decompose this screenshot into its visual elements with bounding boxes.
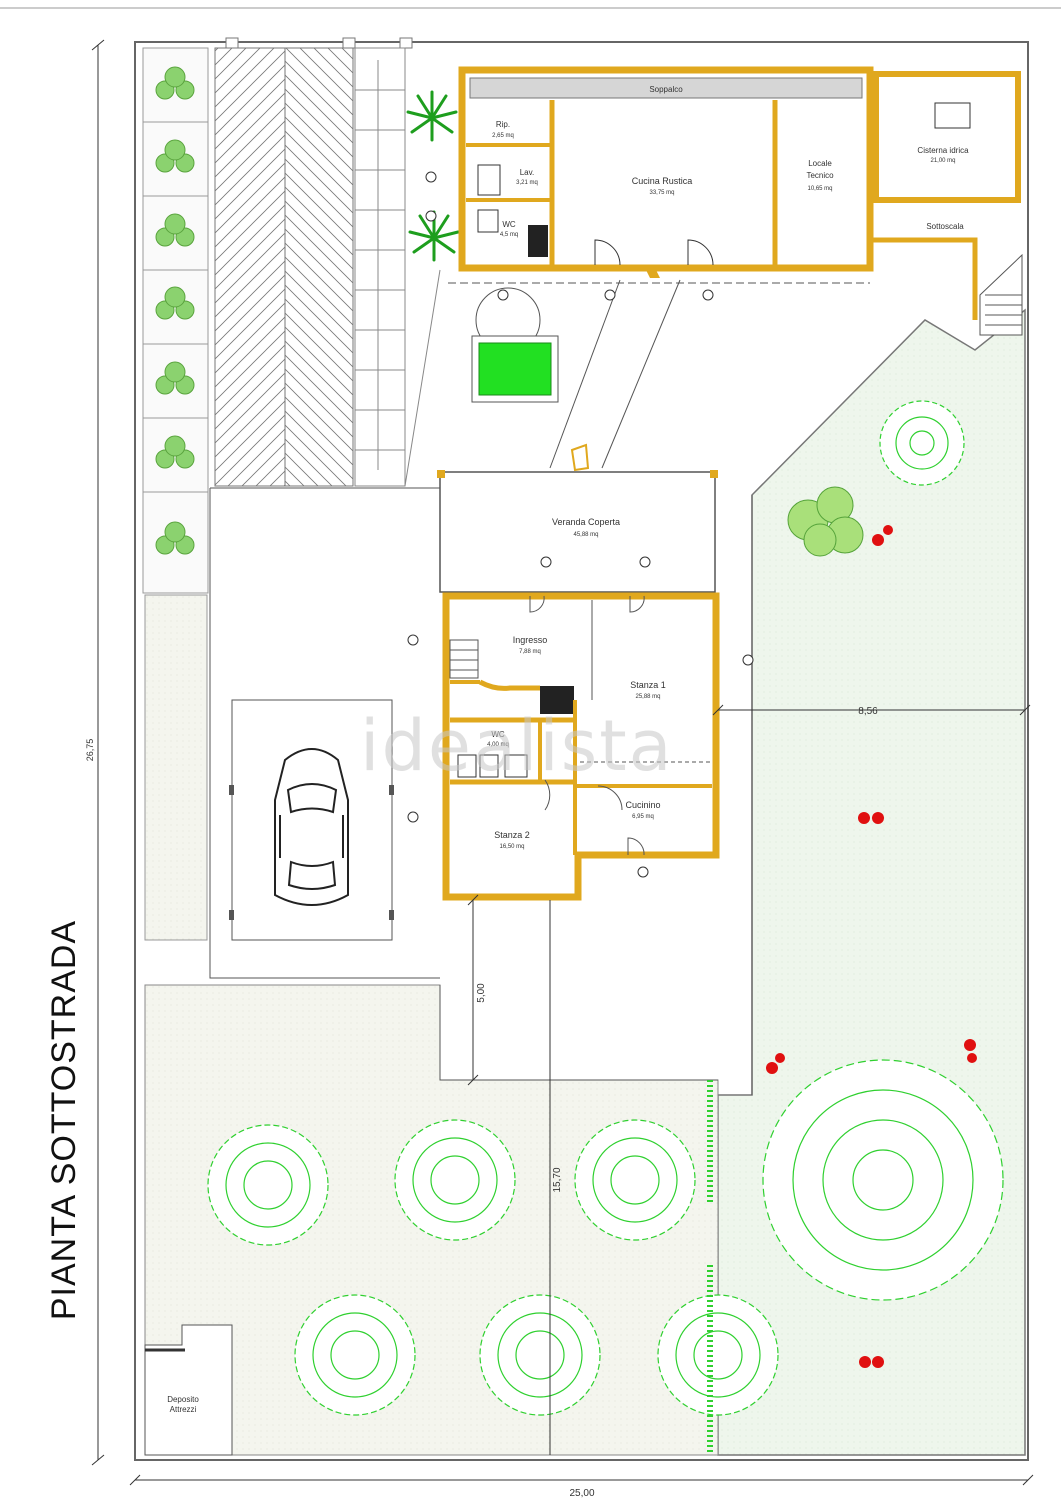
red-flowers (766, 525, 977, 1368)
fountain (471, 287, 559, 403)
room-veranda-area: 45,88 mq (573, 532, 598, 538)
ramp-steps (354, 47, 441, 487)
dimension-garden-depth: 15,70 (552, 1167, 563, 1192)
room-soppalco: Soppalco (649, 85, 683, 94)
drawing-title: PIANTA SOTTOSTRADA (45, 919, 83, 1321)
room-cisterna: Cisterna idrica (917, 146, 969, 155)
room-cucina-rustica-area: 33,75 mq (649, 190, 674, 196)
room-stanza2-area: 16,50 mq (499, 844, 524, 850)
room-wc1: WC (502, 220, 516, 229)
tool-shed (144, 1324, 233, 1456)
room-ingresso: Ingresso (513, 635, 548, 645)
room-lav-area: 3,21 mq (516, 180, 538, 186)
room-wc2-area: 4,00 mq (487, 742, 509, 748)
room-ingresso-area: 7,88 mq (519, 649, 541, 655)
property-boundary (134, 41, 1029, 1461)
dimension-height: 26,75 (85, 739, 95, 762)
room-locale-tecnico-2: Tecnico (806, 171, 834, 180)
room-stanza1-area: 25,88 mq (635, 694, 660, 700)
room-lav: Lav. (520, 168, 535, 177)
room-rip: Rip. (496, 120, 510, 129)
watermark: idealista (360, 705, 674, 787)
dimension-width: 25,00 (569, 1488, 594, 1499)
hedge-column (142, 47, 209, 594)
room-cucina-rustica: Cucina Rustica (632, 176, 693, 186)
room-veranda: Veranda Coperta (552, 517, 620, 527)
building-rustic-kitchen (458, 66, 1023, 336)
room-stanza1: Stanza 1 (630, 680, 666, 690)
room-stanza2: Stanza 2 (494, 830, 530, 840)
dimension-front-depth: 5,00 (476, 983, 487, 1003)
room-wc1-area: 4,5 mq (500, 232, 518, 238)
parking-space (229, 699, 394, 941)
room-rip-area: 2,65 mq (492, 133, 514, 139)
garden-trees (207, 400, 1004, 1416)
dimension-lines (91, 39, 1034, 1486)
cistern-room (873, 71, 1021, 203)
veranda (437, 443, 718, 593)
room-deposito-2: Attrezzi (170, 1405, 197, 1414)
room-wc2: WC (491, 730, 505, 739)
shrub-cluster (787, 486, 864, 557)
room-locale-tecnico-area: 10,65 mq (807, 186, 832, 192)
room-deposito-1: Deposito (167, 1395, 199, 1404)
room-locale-tecnico-1: Locale (808, 159, 832, 168)
gravel-strip-left (144, 594, 208, 941)
driveway-paving (214, 37, 413, 487)
room-cucinino: Cucinino (625, 800, 660, 810)
room-sottoscala: Sottoscala (926, 222, 964, 231)
car-icon (274, 748, 349, 906)
room-cisterna-area: 21,00 mq (930, 158, 955, 164)
dimension-right-span: 8,56 (858, 706, 878, 717)
room-cucinino-area: 6,95 mq (632, 814, 654, 820)
palm-plants (406, 90, 460, 262)
window-markers (407, 171, 754, 878)
building-main-house (442, 592, 720, 901)
